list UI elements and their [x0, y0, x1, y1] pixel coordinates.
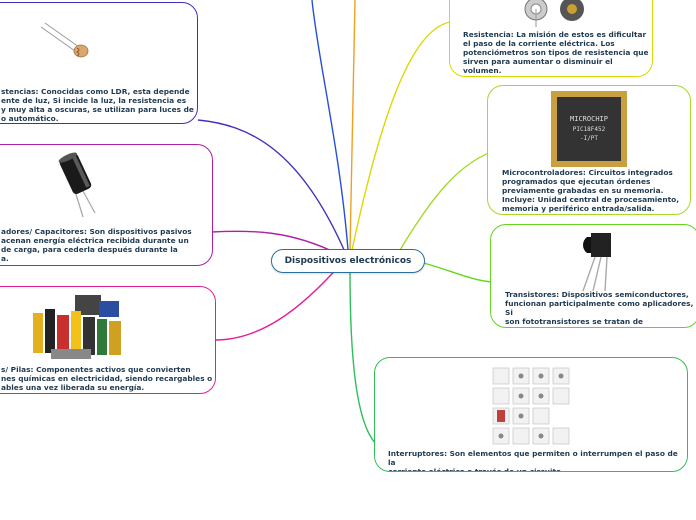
connector-transistor — [419, 261, 493, 283]
microcontroller-text: Microcontroladores: Circuitos integrados… — [502, 168, 680, 214]
switches-image — [492, 367, 570, 445]
svg-text:MICROCHIP: MICROCHIP — [570, 115, 608, 123]
connector-top-orange — [349, 0, 356, 251]
capacitor-text: adores/ Capacitores: Son dispositivos pa… — [1, 227, 192, 264]
connector-top-blue — [311, 0, 349, 251]
resistor-text: Resistencia: La misión de estos es dific… — [463, 30, 649, 76]
potentiometer-image — [524, 0, 584, 27]
central-label: Dispositivos electrónicos — [284, 256, 412, 266]
node-microcontroller[interactable]: MICROCHIP PIC18F452 -I/PT Microcontrolad… — [487, 85, 691, 215]
node-resistor[interactable]: Resistencia: La misión de estos es dific… — [449, 0, 653, 77]
connector-micro — [399, 149, 499, 251]
connector-switch — [349, 271, 379, 447]
node-battery[interactable]: s/ Pilas: Componentes activos que convie… — [0, 286, 216, 394]
node-transistor[interactable]: Transistores: Dispositivos semiconductor… — [490, 224, 696, 328]
connector-ldr — [197, 119, 346, 253]
transistor-image — [582, 233, 611, 292]
switch-text: Interruptores: Son elementos que permite… — [388, 449, 678, 472]
node-ldr[interactable]: stencias: Conocidas como LDR, esta depen… — [0, 2, 198, 124]
svg-text:PIC18F452: PIC18F452 — [573, 126, 606, 133]
connector-capacitor — [211, 230, 339, 255]
battery-text: s/ Pilas: Componentes activos que convie… — [1, 365, 213, 393]
capacitor-image — [58, 152, 96, 218]
batteries-image — [33, 295, 121, 359]
transistor-text: Transistores: Dispositivos semiconductor… — [505, 290, 694, 327]
connector-resistor — [351, 21, 451, 251]
ldr-text: stencias: Conocidas como LDR, esta depen… — [1, 87, 194, 124]
connector-battery — [214, 264, 341, 341]
microcontroller-image: MICROCHIP PIC18F452 -I/PT — [551, 91, 627, 167]
svg-text:-I/PT: -I/PT — [580, 135, 598, 142]
node-capacitor[interactable]: adores/ Capacitores: Son dispositivos pa… — [0, 144, 213, 266]
ldr-image — [40, 22, 89, 58]
central-node[interactable]: Dispositivos electrónicos — [271, 249, 425, 273]
node-switch[interactable]: Interruptores: Son elementos que permite… — [374, 357, 688, 472]
